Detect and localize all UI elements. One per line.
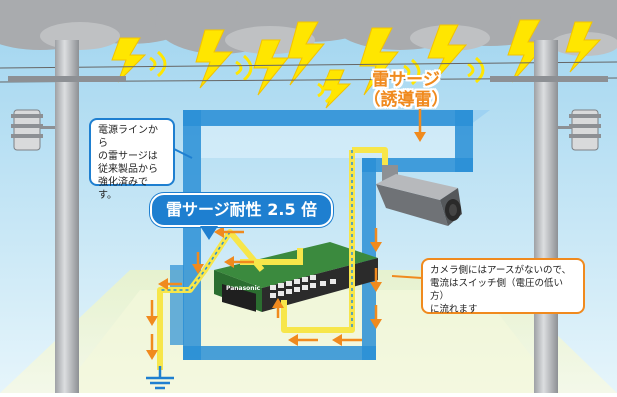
switch-ports bbox=[270, 275, 336, 298]
utility-pole-left bbox=[8, 40, 126, 393]
power-line-note: 電源ラインから の雷サージは 従来製品から 強化済みです。 bbox=[89, 118, 175, 201]
camera-note: カメラ側にはアースがないので、 電流はスイッチ側（電圧の低い方） に流れます bbox=[421, 258, 585, 315]
surge-path bbox=[157, 147, 388, 370]
surge-title-line1: 雷サージ bbox=[372, 70, 440, 90]
ground-icon bbox=[146, 366, 174, 390]
building-frame bbox=[183, 110, 490, 360]
security-camera bbox=[376, 165, 462, 226]
current-arrows bbox=[146, 105, 426, 360]
switch-brand-logo: Panasonic bbox=[226, 285, 261, 292]
storm-clouds bbox=[0, 0, 617, 56]
utility-pole-right bbox=[490, 40, 608, 393]
lightning-icons bbox=[111, 19, 602, 109]
badge-pointer bbox=[200, 226, 218, 240]
surge-title: 雷サージ （誘導雷） bbox=[351, 70, 461, 110]
surge-title-line2: （誘導雷） bbox=[363, 90, 449, 110]
surge-resistance-badge: 雷サージ耐性 2.5 倍 bbox=[150, 193, 334, 227]
